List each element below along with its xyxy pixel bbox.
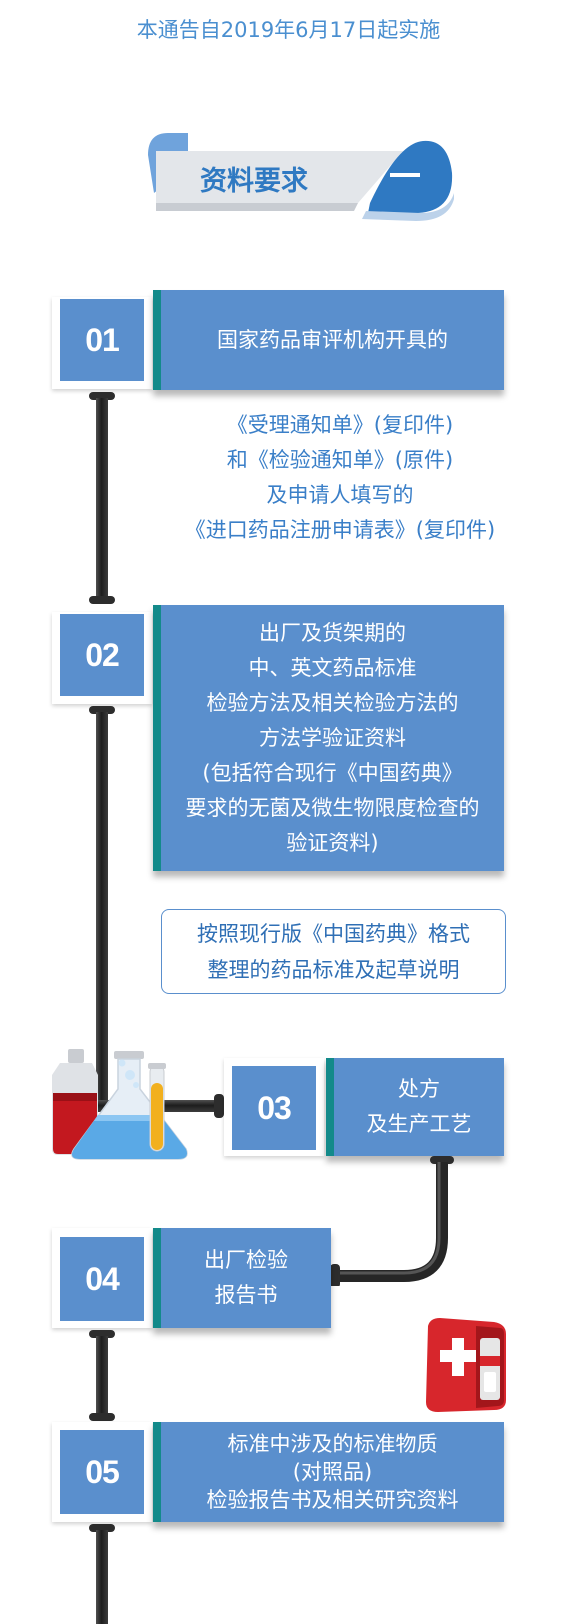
- step-04-number: 04: [60, 1237, 144, 1321]
- step-02-line-7: 验证资料): [286, 830, 379, 855]
- step-01-box: 国家药品审评机构开具的: [153, 290, 504, 390]
- step-03-line-2: 及生产工艺: [366, 1112, 472, 1136]
- first-aid-kit-icon: [426, 1318, 506, 1412]
- pipe-01-02: [96, 398, 108, 598]
- step-02-note-line-2: 整理的药品标准及起草说明: [207, 957, 460, 982]
- pipe-03-04: [330, 1156, 454, 1286]
- pipe-cap: [89, 1413, 115, 1421]
- step-02-line-5: (包括符合现行《中国药典》: [202, 760, 463, 785]
- step-02-note: 按照现行版《中国药典》格式 整理的药品标准及起草说明: [161, 909, 506, 994]
- lab-flasks-icon: [52, 1049, 188, 1160]
- step-05-line-1: 标准中涉及的标准物质: [227, 1432, 438, 1456]
- step-01-line-1: 国家药品审评机构开具的: [217, 327, 448, 352]
- step-04-line-1: 出厂检验: [204, 1248, 288, 1272]
- step-02-number: 02: [60, 614, 144, 696]
- notice-text: 本通告自2019年6月17日起实施: [136, 18, 441, 42]
- step-04-box: 出厂检验 报告书: [153, 1228, 331, 1328]
- step-01-note-line-3: 及申请人填写的: [266, 483, 414, 507]
- step-01-note-line-2: 和《检验通知单》(原件): [226, 448, 454, 472]
- step-01-note: 《受理通知单》(复印件) 和《检验通知单》(原件) 及申请人填写的 《进口药品注…: [140, 408, 540, 548]
- step-02-line-6: 要求的无菌及微生物限度检查的: [185, 795, 480, 820]
- step-03-box: 处方 及生产工艺: [326, 1058, 504, 1156]
- step-03-number: 03: [232, 1066, 316, 1150]
- step-02-box: 出厂及货架期的 中、英文药品标准 检验方法及相关检验方法的 方法学验证资料 (包…: [153, 605, 504, 871]
- step-02-line-1: 出厂及货架期的: [259, 620, 406, 645]
- step-04-line-2: 报告书: [214, 1283, 278, 1307]
- step-05-line-3: 检验报告书及相关研究资料: [206, 1488, 459, 1512]
- step-05-box: 标准中涉及的标准物质 (对照品) 检验报告书及相关研究资料: [153, 1422, 504, 1522]
- step-02-note-line-1: 按照现行版《中国药典》格式: [197, 921, 470, 946]
- step-02-line-4: 方法学验证资料: [259, 725, 406, 750]
- pipe-05-down: [96, 1530, 108, 1624]
- step-05-number: 05: [60, 1430, 144, 1514]
- step-01-note-line-4: 《进口药品注册申请表》(复印件): [184, 518, 496, 542]
- step-01-note-line-1: 《受理通知单》(复印件): [226, 413, 454, 437]
- pipe-cap: [89, 596, 115, 604]
- step-05-line-2: (对照品): [292, 1460, 373, 1484]
- section-header: 资料要求: [148, 133, 458, 225]
- pipe-02-03: [96, 712, 108, 1104]
- step-02-line-2: 中、英文药品标准: [248, 655, 417, 680]
- step-02-line-3: 检验方法及相关检验方法的: [206, 690, 459, 715]
- step-01-number: 01: [60, 299, 144, 381]
- pipe-04-05: [96, 1336, 108, 1416]
- pipe-cap: [89, 392, 115, 400]
- dash-icon: [390, 173, 420, 177]
- step-03-line-1: 处方: [398, 1077, 440, 1101]
- section-title: 资料要求: [200, 166, 308, 197]
- pipe-cap: [89, 1330, 115, 1338]
- pipe-cap: [89, 1524, 115, 1532]
- pipe-cap: [214, 1094, 224, 1118]
- pipe-cap: [89, 706, 115, 714]
